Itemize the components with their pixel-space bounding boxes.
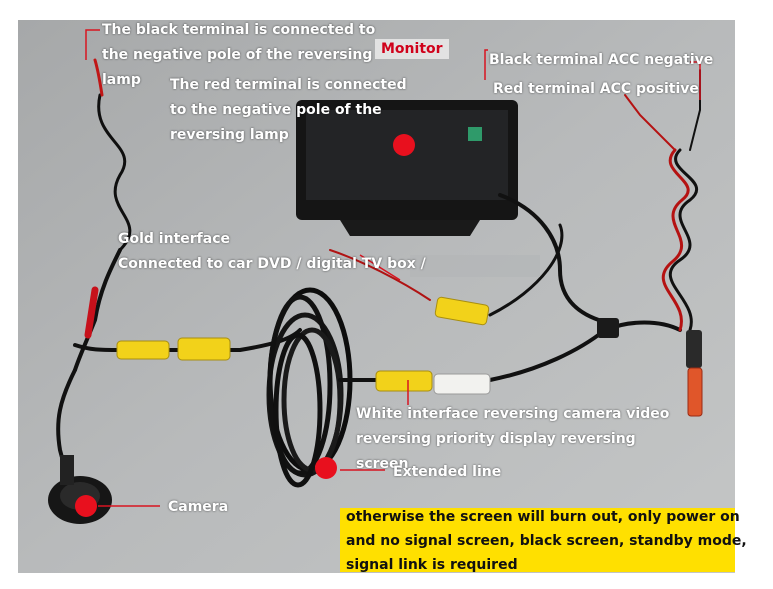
cables [56, 58, 701, 490]
black-terminal-lamp-label: The black terminal is connected to the n… [102, 22, 376, 88]
black-acc-label: Black terminal ACC negative [489, 52, 714, 68]
red-markers [75, 134, 415, 517]
leader-lines [85, 29, 701, 507]
connected-dvd-label: Connected to car DVD / digital TV box / [118, 256, 426, 272]
warning-banner [340, 508, 735, 572]
rca-connectors [116, 296, 703, 417]
warning-text: otherwise the screen will burn out, only… [346, 509, 747, 573]
monitor-label: Monitor [375, 39, 449, 59]
extended-line-marker [315, 457, 337, 479]
extended-line-label: Extended line [393, 464, 502, 480]
red-acc-label: Red terminal ACC positive [493, 81, 699, 97]
monitor-marker [393, 134, 415, 156]
gold-interface-label: Gold interface [118, 231, 230, 247]
blurred-patch [410, 255, 540, 277]
camera-marker [75, 495, 97, 517]
camera-label: Camera [168, 499, 229, 515]
white-interface-label: White interface reversing camera video r… [356, 406, 670, 472]
red-terminal-lamp-label: The red terminal is connected to the neg… [170, 77, 407, 143]
